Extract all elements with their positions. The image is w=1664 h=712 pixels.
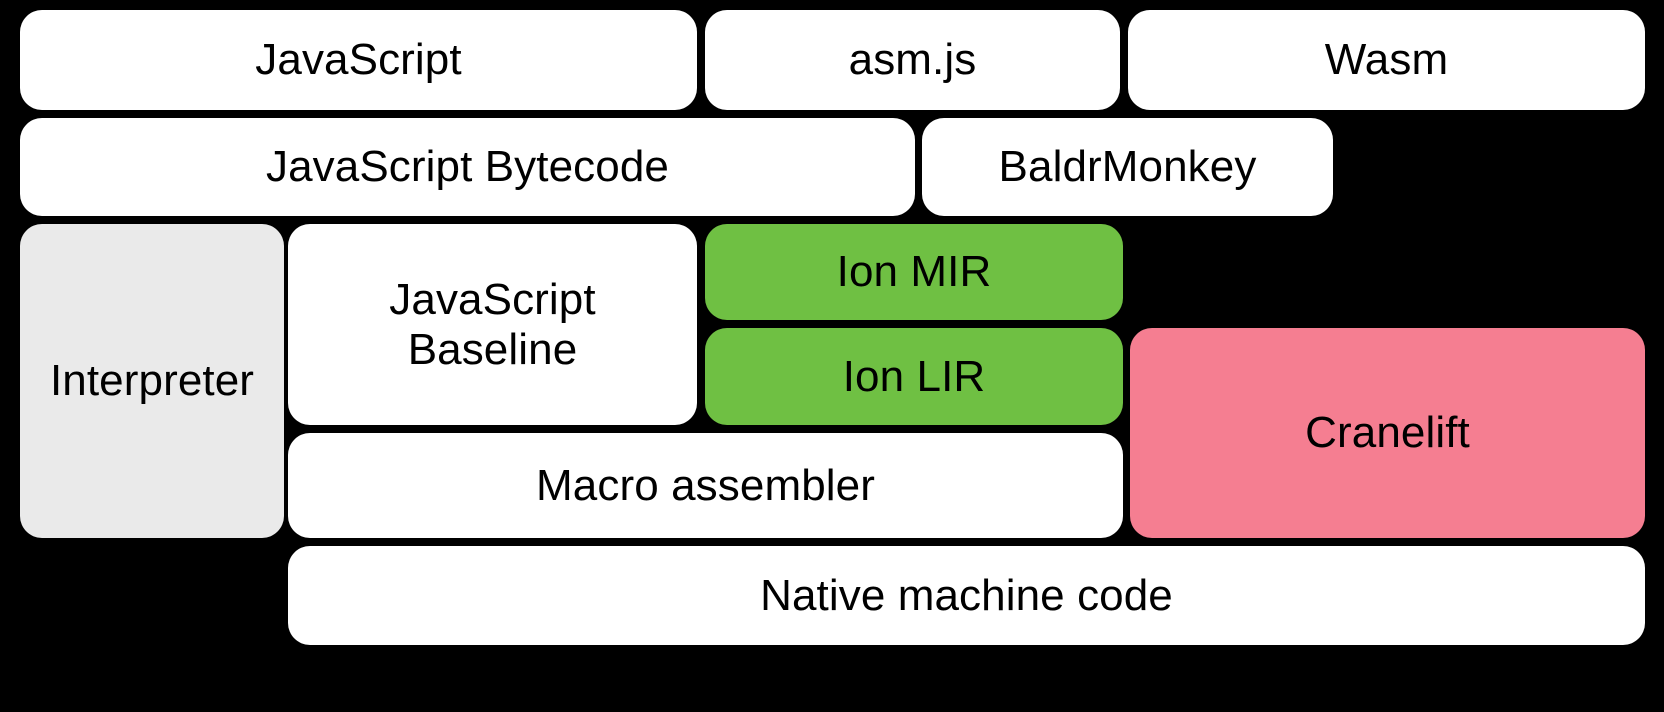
diagram-node-javascript-baseline: JavaScript Baseline — [288, 224, 697, 425]
diagram-node-baldrmonkey: BaldrMonkey — [922, 118, 1333, 216]
diagram-node-native-machine-code: Native machine code — [288, 546, 1645, 645]
diagram-node-interpreter: Interpreter — [20, 224, 284, 538]
diagram-node-asmjs: asm.js — [705, 10, 1120, 110]
diagram-node-macro-assembler: Macro assembler — [288, 433, 1123, 538]
diagram-node-ion-lir: Ion LIR — [705, 328, 1123, 425]
diagram-node-ion-mir: Ion MIR — [705, 224, 1123, 320]
diagram-node-wasm: Wasm — [1128, 10, 1645, 110]
diagram-node-javascript-bytecode: JavaScript Bytecode — [20, 118, 915, 216]
diagram-node-javascript: JavaScript — [20, 10, 697, 110]
diagram-node-cranelift: Cranelift — [1130, 328, 1645, 538]
